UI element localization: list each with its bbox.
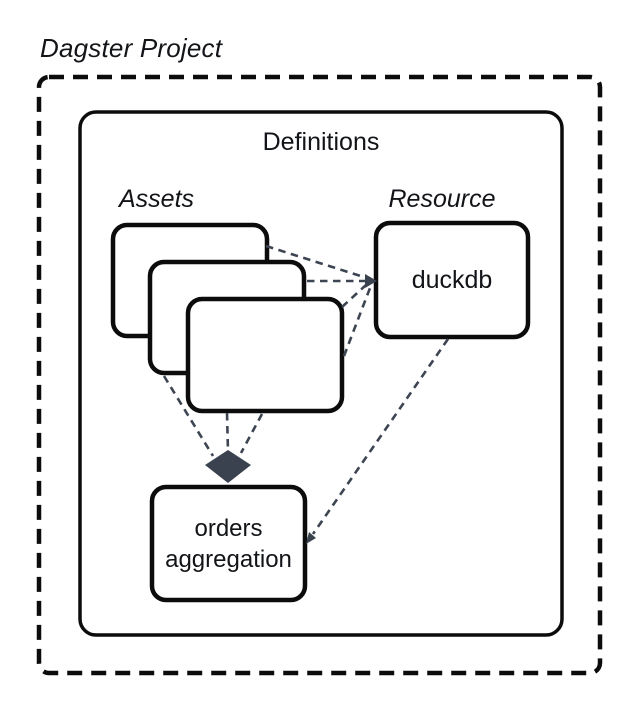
project-title: Dagster Project — [40, 33, 223, 63]
definitions-label: Definitions — [262, 128, 380, 156]
connector-asset-front-to-resource — [342, 287, 372, 357]
resource-node-box — [373, 220, 531, 340]
right-arrowhead-icon — [365, 274, 377, 288]
asset-node-label: orders aggregation — [152, 487, 305, 600]
connector-asset-middle-to-aggregation — [225, 412, 230, 453]
asset-card-front — [185, 296, 345, 414]
down-left-arrowhead-icon — [306, 532, 316, 544]
down-arrowhead-icon — [205, 450, 251, 483]
connector-resource-to-aggregation — [311, 338, 450, 535]
asset-node-name-line2: aggregation — [165, 545, 292, 573]
connector-asset-back-to-aggregation — [162, 375, 215, 457]
connector-asset-middle2-to-resource — [341, 283, 368, 308]
asset-node-box — [149, 484, 308, 603]
assets-label: Assets — [119, 185, 195, 213]
project-dashed-boundary — [36, 74, 603, 676]
asset-node-name-line1: orders — [194, 514, 263, 542]
connector-asset-back-to-resource — [265, 244, 368, 280]
resource-node-name: duckdb — [411, 265, 493, 294]
connector-asset-front-to-aggregation — [239, 413, 264, 454]
definitions-box — [78, 110, 564, 637]
resource-label: Resource — [388, 185, 496, 213]
resource-node-label: duckdb — [376, 223, 528, 337]
